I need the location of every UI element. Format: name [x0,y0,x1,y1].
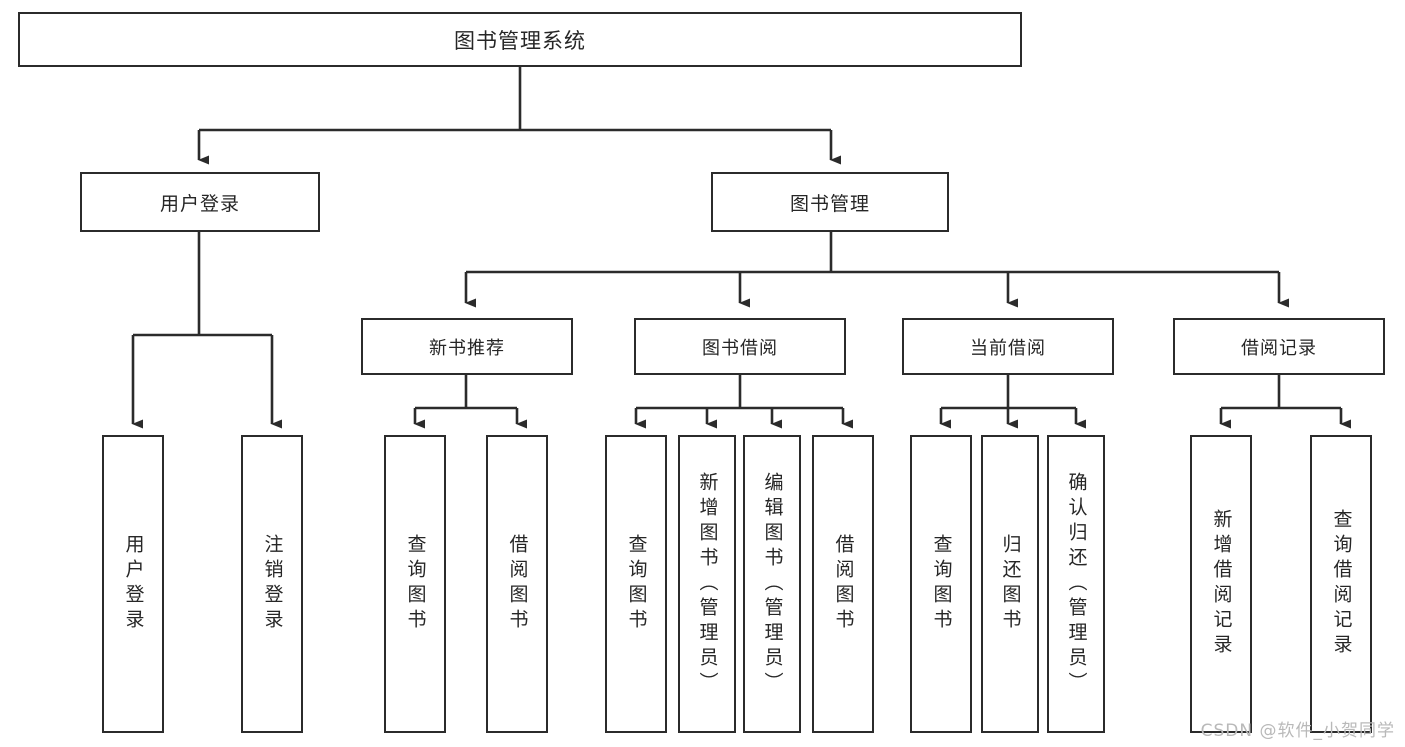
node-user-login[interactable]: 用户登录 [80,172,320,232]
node-label: 用户登录 [122,534,145,634]
node-label: 查询借阅记录 [1330,509,1353,659]
node-book-borrow[interactable]: 图书借阅 [634,318,846,375]
node-label: 图书管理 [789,192,870,215]
node-current-borrow[interactable]: 当前借阅 [902,318,1114,375]
leaf-borrow-record-query-record[interactable]: 查询借阅记录 [1310,435,1372,733]
node-borrow-record[interactable]: 借阅记录 [1173,318,1385,375]
node-label: 查询图书 [930,534,953,634]
node-label: 图书借阅 [702,337,778,359]
leaf-book-borrow-borrow-book[interactable]: 借阅图书 [812,435,874,733]
node-book-management[interactable]: 图书管理 [711,172,949,232]
node-label: 借阅图书 [832,534,855,634]
node-label: 查询图书 [625,534,648,634]
node-label: 归还图书 [999,534,1022,634]
leaf-borrow-record-add-record[interactable]: 新增借阅记录 [1190,435,1252,733]
node-label: 借阅图书 [506,534,529,634]
node-label: 确认归还（管理员） [1065,471,1088,697]
node-label: 新增图书（管理员） [696,471,719,697]
node-root-book-management-system[interactable]: 图书管理系统 [18,12,1022,67]
leaf-user-login-login[interactable]: 用户登录 [102,435,164,733]
node-label: 用户登录 [159,192,240,215]
node-label: 图书管理系统 [454,28,586,53]
node-label: 注销登录 [261,534,284,634]
leaf-new-book-borrow-book[interactable]: 借阅图书 [486,435,548,733]
leaf-current-borrow-query-book[interactable]: 查询图书 [910,435,972,733]
node-label: 编辑图书（管理员） [761,471,784,697]
leaf-book-borrow-query-book[interactable]: 查询图书 [605,435,667,733]
leaf-user-login-logout[interactable]: 注销登录 [241,435,303,733]
leaf-book-borrow-edit-book-admin[interactable]: 编辑图书（管理员） [743,435,801,733]
node-new-book-recommend[interactable]: 新书推荐 [361,318,573,375]
node-label: 新增借阅记录 [1210,509,1233,659]
leaf-book-borrow-add-book-admin[interactable]: 新增图书（管理员） [678,435,736,733]
node-label: 新书推荐 [429,337,505,359]
node-label: 查询图书 [404,534,427,634]
node-label: 当前借阅 [970,337,1046,359]
watermark-text: CSDN @软件_小贺同学 [1200,721,1395,741]
leaf-new-book-query-book[interactable]: 查询图书 [384,435,446,733]
leaf-current-borrow-return-book[interactable]: 归还图书 [981,435,1039,733]
leaf-current-borrow-confirm-return-admin[interactable]: 确认归还（管理员） [1047,435,1105,733]
node-label: 借阅记录 [1241,337,1317,359]
